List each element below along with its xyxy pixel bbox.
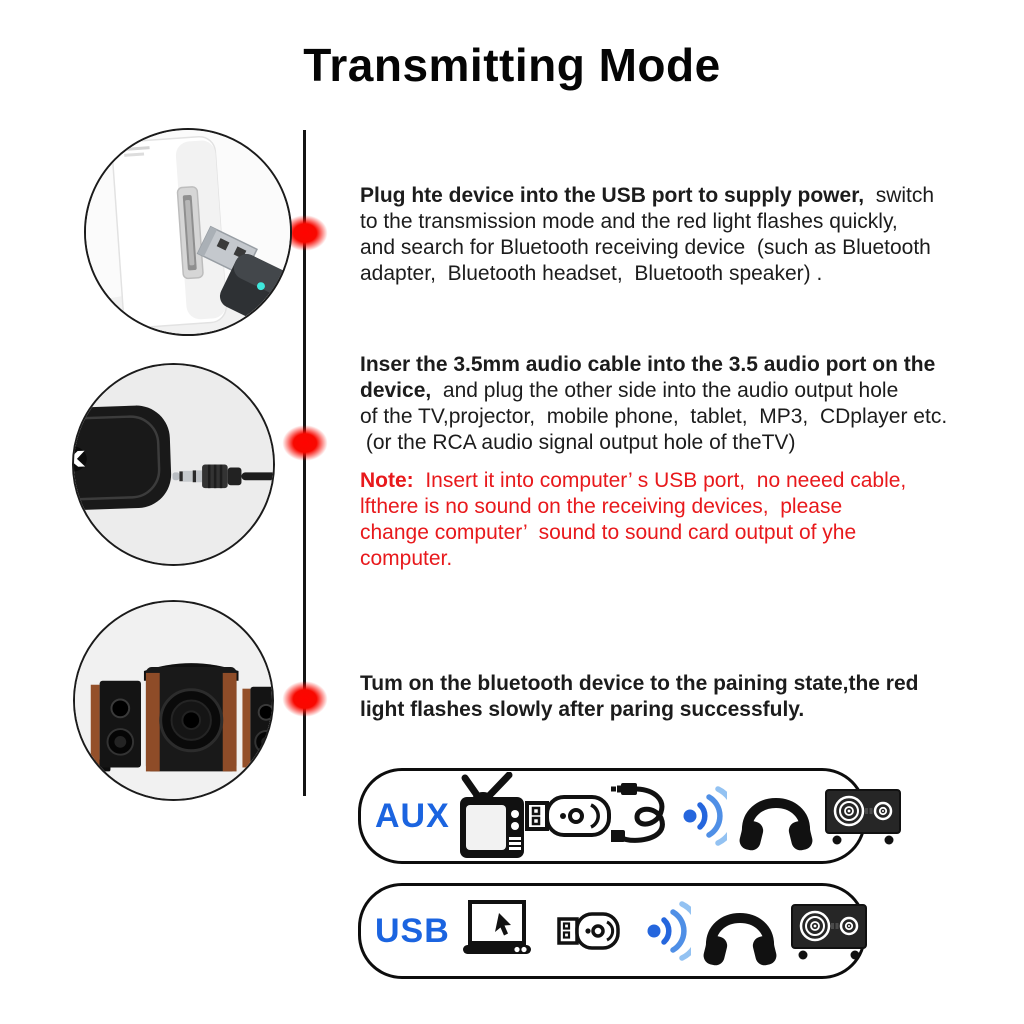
speaker-system-illustration — [75, 602, 272, 799]
usb-power-adapter-illustration — [86, 130, 290, 334]
laptop-icon — [463, 900, 531, 954]
headphones-icon — [703, 913, 777, 966]
step-1-bold: Plug hte device into the USB port to sup… — [360, 184, 865, 207]
usb-mode-row: USB — [358, 883, 867, 979]
usb-dongle-icon — [557, 912, 620, 950]
usb-label: USB — [375, 911, 450, 950]
step-3-text: Tum on the bluetooth device to the paini… — [360, 671, 990, 723]
aux-label: AUX — [375, 796, 450, 835]
red-indicator-dot-2 — [276, 420, 334, 466]
note-label: Note: — [360, 469, 414, 492]
step-2-rest: and plug the other side into the audio o… — [360, 379, 948, 454]
speaker-icon — [825, 789, 901, 845]
page-title: Transmitting Mode — [303, 39, 721, 91]
usb-power-adapter-photo — [84, 128, 292, 336]
step-1-rest: switch to the transmission mode and the … — [360, 184, 935, 285]
aux-jack-illustration — [74, 365, 273, 564]
headphones-icon — [739, 798, 813, 851]
usb-dongle-icon — [525, 795, 611, 837]
speaker-icon — [791, 904, 867, 960]
speaker-system-photo — [73, 600, 274, 801]
aux-cable-icon — [611, 783, 665, 843]
red-indicator-dot-3 — [276, 676, 334, 722]
bluetooth-waves-icon — [647, 901, 691, 961]
note-text: Note: Insert it into computer’ s USB por… — [360, 468, 990, 572]
aux-mode-row: AUX — [358, 768, 901, 864]
aux-jack-device-photo — [72, 363, 275, 566]
step-3-bold: Tum on the bluetooth device to the paini… — [360, 672, 919, 721]
step-2-text: Inser the 3.5mm audio cable into the 3.5… — [360, 352, 990, 456]
step-2-bold: Inser the 3.5mm audio cable into the 3.5… — [360, 353, 936, 402]
note-rest: Insert it into computer’ s USB port, no … — [360, 469, 907, 570]
tv-icon — [460, 772, 524, 858]
bluetooth-waves-icon — [683, 786, 727, 846]
step-1-text: Plug hte device into the USB port to sup… — [360, 183, 990, 287]
